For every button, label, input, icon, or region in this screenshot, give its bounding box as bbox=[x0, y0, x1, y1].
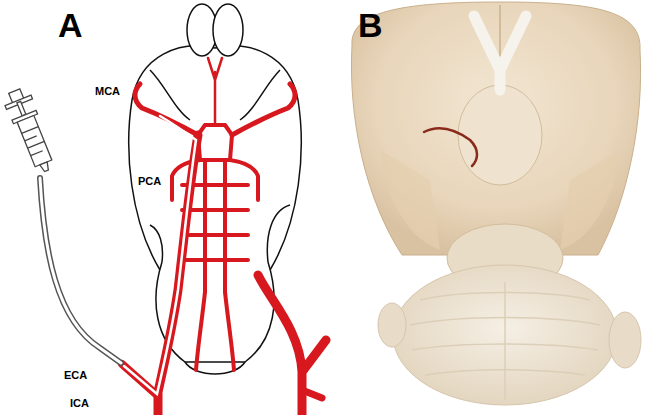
syringe-symbol bbox=[1, 86, 59, 176]
cerebellar-folia bbox=[410, 282, 600, 400]
cerebrum bbox=[351, 2, 640, 255]
internal-carotid-artery bbox=[258, 275, 326, 415]
arteries bbox=[122, 58, 326, 415]
optic-chiasm bbox=[474, 16, 526, 90]
panel-letter: B bbox=[358, 8, 383, 42]
external-carotid-artery bbox=[302, 390, 322, 398]
flocculus bbox=[609, 312, 641, 368]
temporal-lobe-line bbox=[267, 205, 290, 262]
anterior-cerebral-artery bbox=[208, 58, 222, 125]
cerebellum bbox=[393, 265, 617, 405]
posterior-cerebral-artery bbox=[230, 160, 258, 200]
brain-photo bbox=[351, 2, 641, 405]
flocculus bbox=[378, 303, 406, 347]
middle-cerebral-artery bbox=[135, 84, 198, 135]
circle-of-willis bbox=[198, 125, 232, 160]
middle-cerebral-artery bbox=[232, 84, 295, 135]
artery-label: ECA bbox=[64, 370, 87, 381]
occluded-artery bbox=[424, 128, 477, 166]
panel-letter: A bbox=[58, 8, 83, 42]
olfactory-bulb bbox=[213, 4, 243, 56]
artery-label: ICA bbox=[70, 398, 89, 409]
medulla-outline bbox=[185, 362, 245, 374]
artery-label: MCA bbox=[95, 86, 120, 97]
hypothalamus bbox=[458, 85, 542, 185]
midline-shade bbox=[499, 5, 501, 60]
temporal-lobe-line bbox=[150, 225, 163, 262]
filament bbox=[124, 116, 196, 394]
vertebral-artery bbox=[196, 292, 234, 370]
catheter-tube bbox=[40, 178, 121, 363]
temporal-lobe bbox=[560, 150, 620, 250]
temporal-lobe bbox=[380, 150, 440, 250]
brain-outline bbox=[129, 4, 301, 374]
artery-label: PCA bbox=[138, 176, 161, 187]
